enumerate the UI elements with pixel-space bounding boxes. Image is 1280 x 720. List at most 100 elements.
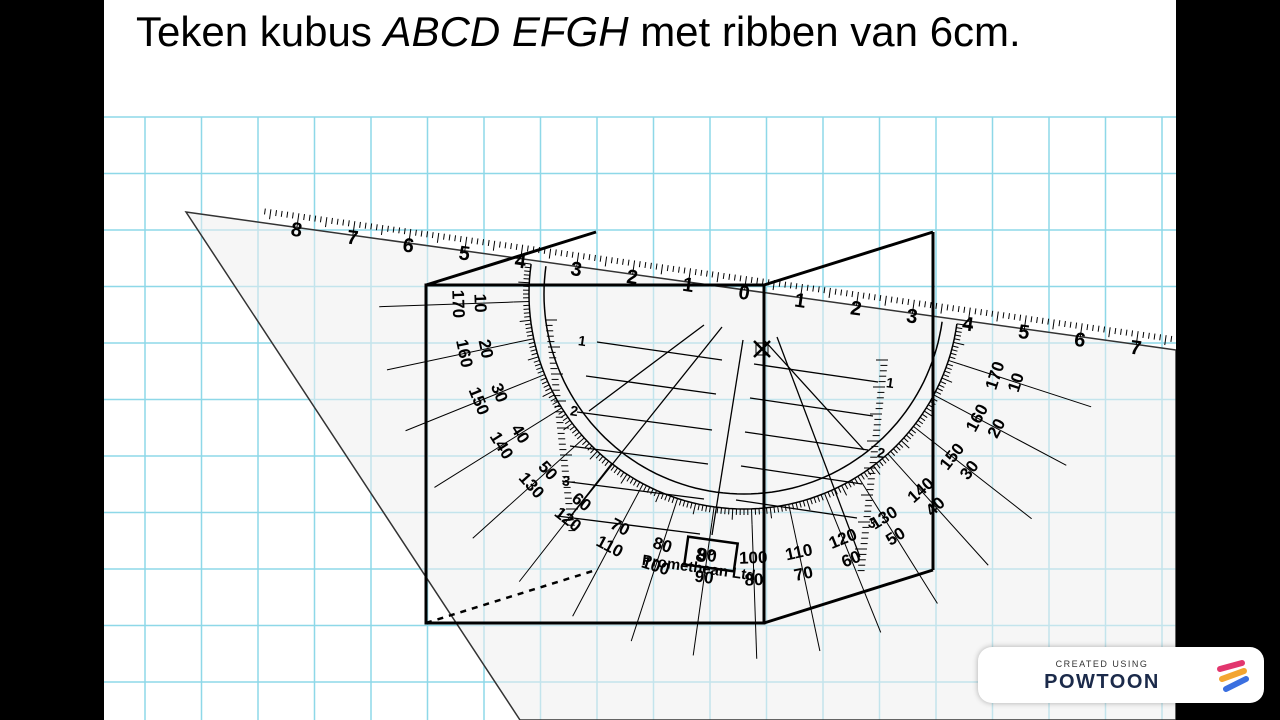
- arc-tick: [935, 391, 942, 395]
- guide-line: [569, 445, 709, 465]
- arc-tick: [795, 502, 798, 509]
- ruler-tick: [275, 210, 278, 217]
- arc-tick: [524, 270, 531, 273]
- scale-label: 3: [561, 472, 571, 489]
- arc-tick: [543, 384, 550, 388]
- arc-tick: [524, 315, 531, 318]
- arc-tick: [955, 330, 962, 333]
- arc-tick: [650, 488, 654, 495]
- ruler-tick: [812, 285, 815, 292]
- ruler-tick: [347, 220, 350, 227]
- ruler-tick: [800, 283, 803, 298]
- arc-tick: [921, 413, 928, 418]
- ruler-tick: [884, 295, 887, 306]
- ruler-tick: [952, 305, 955, 312]
- ruler-tick: [364, 222, 367, 229]
- set-square[interactable]: [184, 211, 1176, 720]
- ruler-tick: [459, 236, 462, 243]
- arc-tick: [952, 345, 959, 348]
- arc-tick: [705, 505, 708, 512]
- arc-tick: [866, 469, 872, 476]
- ruler-tick: [1108, 327, 1111, 338]
- ruler-tick: [526, 245, 529, 252]
- protractor-arc: [379, 261, 1092, 659]
- arc-tick: [533, 359, 540, 363]
- ruler-tick: [408, 228, 412, 243]
- arc-tick: [817, 495, 821, 502]
- ruler-label: 3: [905, 305, 919, 328]
- ruler-tick: [342, 219, 345, 226]
- protractor-inner-label: 70: [792, 562, 814, 585]
- ruler-tick: [1125, 329, 1128, 336]
- arc-tick: [523, 312, 530, 314]
- ruler-tick: [744, 276, 748, 291]
- powtoon-logo-icon: [1217, 660, 1249, 692]
- arc-tick: [633, 479, 637, 486]
- ruler-tick: [644, 261, 647, 269]
- arc-tick: [860, 474, 865, 480]
- arc-tick: [940, 380, 947, 385]
- ruler-tick: [454, 235, 457, 242]
- arc-tick: [824, 493, 831, 509]
- ruler-tick: [1002, 312, 1005, 319]
- ruler-tick: [963, 306, 966, 313]
- ruler-tick: [1069, 321, 1072, 328]
- arc-tick: [711, 506, 715, 523]
- ruler-tick: [331, 217, 333, 224]
- ruler-tick: [678, 266, 680, 273]
- ruler-tick: [403, 228, 406, 235]
- arc-tick: [513, 301, 530, 303]
- powtoon-watermark: CREATED USING POWTOON: [978, 647, 1264, 703]
- ruler-tick: [778, 280, 781, 287]
- title-suffix: met ribben van 6cm.: [628, 8, 1021, 55]
- ruler-tick: [650, 262, 652, 269]
- ruler-tick: [308, 214, 311, 221]
- ruler-tick: [487, 239, 490, 247]
- arc-tick: [951, 349, 958, 352]
- arc-tick: [547, 407, 562, 417]
- ruler-tick: [851, 291, 854, 298]
- arc-tick: [529, 345, 536, 348]
- arc-tick: [519, 319, 531, 323]
- ruler-tick: [700, 269, 703, 276]
- ruler-tick: [868, 293, 871, 300]
- degree-mark: 8°: [694, 544, 716, 568]
- ruler-tick: [985, 309, 988, 316]
- ruler-label: 5: [457, 242, 471, 265]
- ruler-tick: [476, 238, 479, 245]
- arc-tick: [809, 498, 813, 505]
- ruler-tick: [940, 303, 943, 314]
- arc-tick: [576, 434, 583, 440]
- arc-ray: [751, 524, 758, 659]
- arc-tick: [950, 352, 957, 356]
- arc-tick: [541, 380, 548, 385]
- arc-tick: [903, 437, 909, 443]
- ruler-tick: [1164, 335, 1167, 346]
- arc-tick: [526, 330, 533, 333]
- ruler-tick: [482, 239, 485, 246]
- arc-tick: [525, 327, 532, 330]
- arc-tick: [526, 334, 534, 337]
- ruler-tick: [756, 277, 759, 284]
- ruler-tick: [845, 290, 848, 297]
- ruler-tick: [817, 286, 820, 293]
- arc-tick: [945, 367, 952, 371]
- arc-tick: [636, 481, 641, 488]
- ruler-tick: [588, 254, 591, 261]
- arc-tick: [582, 440, 588, 446]
- arc-tick: [542, 391, 553, 398]
- ruler-tick: [716, 272, 720, 283]
- arc-tick: [890, 450, 896, 456]
- arc-tick: [898, 442, 904, 448]
- protractor-outer-label: 20: [475, 338, 498, 360]
- arc-tick: [678, 499, 682, 506]
- arc-tick: [574, 431, 580, 437]
- ruler-tick: [967, 307, 971, 322]
- arc-ray: [572, 497, 636, 617]
- ruler-tick: [616, 258, 619, 265]
- ruler-tick: [655, 263, 658, 270]
- ruler-tick: [911, 299, 915, 314]
- arc-tick: [910, 428, 917, 434]
- arc-ray: [898, 465, 989, 566]
